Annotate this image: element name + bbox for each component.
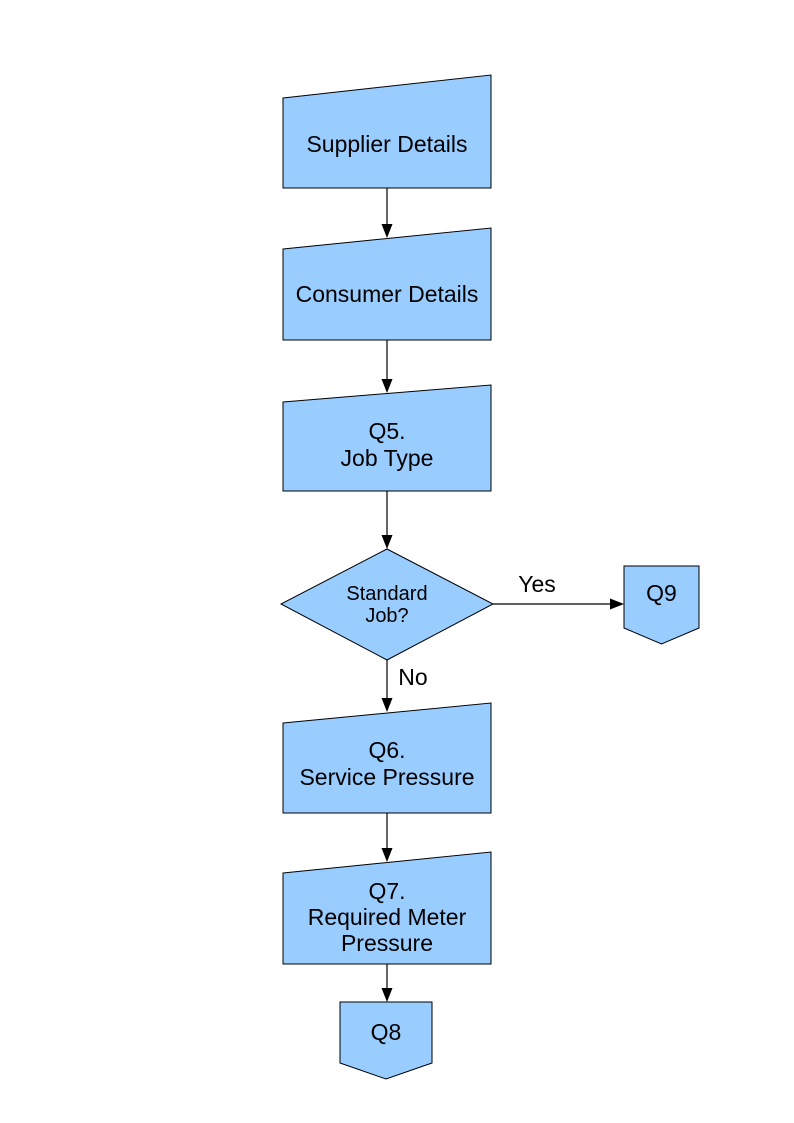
node-q5-job-type: [282, 384, 492, 492]
arrow-decision-no-to-q6: [381, 660, 393, 712]
arrow-q6-to-q7: [381, 813, 393, 862]
arrowhead-icon: [381, 224, 393, 238]
arrow-decision-yes-to-q9: [493, 598, 624, 610]
node-q7-required-meter-pressure: [282, 851, 492, 965]
arrowhead-icon: [381, 848, 393, 862]
arrow-q7-to-q8: [381, 964, 393, 1002]
arrowhead-icon: [381, 698, 393, 712]
label-supplier-details: Supplier Details: [306, 131, 467, 157]
arrow-supplier-to-consumer: [381, 188, 393, 238]
label-decision-line2: Job?: [365, 605, 408, 627]
label-q6-line1: Q6.: [368, 737, 405, 763]
label-q7-line1: Q7.: [368, 878, 405, 904]
label-q9: Q9: [646, 580, 677, 606]
edge-label-yes: Yes: [518, 571, 556, 597]
label-decision-line1: Standard: [346, 583, 427, 605]
arrowhead-icon: [381, 988, 393, 1002]
label-q6-line2: Service Pressure: [299, 764, 474, 790]
label-q8: Q8: [371, 1019, 402, 1045]
node-consumer-details: [282, 227, 492, 341]
arrow-q5-to-decision: [381, 491, 393, 549]
label-consumer-details: Consumer Details: [296, 281, 479, 307]
node-q8-connector: [339, 1001, 433, 1080]
edge-label-no: No: [398, 664, 427, 690]
node-supplier-details: [282, 74, 492, 189]
label-q7-line3: Pressure: [341, 930, 433, 956]
label-q7-line2: Required Meter: [308, 904, 467, 930]
arrowhead-icon: [381, 379, 393, 393]
node-q9-connector: [623, 565, 700, 645]
arrowhead-icon: [610, 598, 624, 610]
label-q5-line1: Q5.: [368, 418, 405, 444]
node-q6-service-pressure: [282, 702, 492, 814]
arrow-consumer-to-q5: [381, 340, 393, 393]
label-q5-line2: Job Type: [341, 445, 434, 471]
arrowhead-icon: [381, 535, 393, 549]
